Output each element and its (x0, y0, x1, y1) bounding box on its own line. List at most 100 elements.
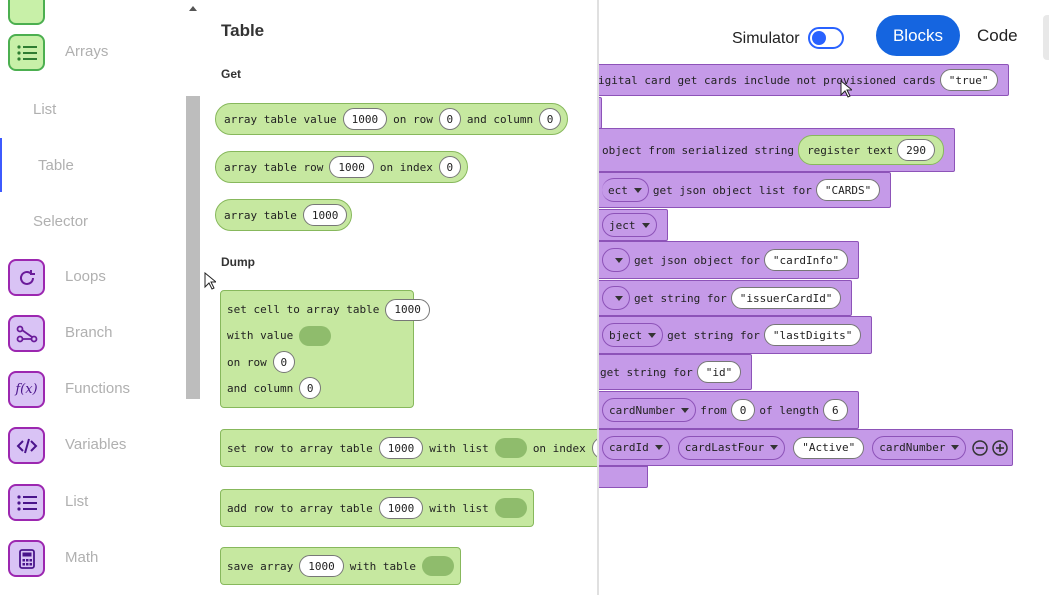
block-array-table[interactable]: array table 1000 (215, 199, 353, 231)
block-text: on index (532, 441, 586, 455)
category-label: Math (65, 549, 99, 566)
side-panel-edge[interactable] (1043, 15, 1049, 60)
workspace-block-spine[interactable] (599, 97, 602, 129)
value-input[interactable]: 1000 (302, 204, 348, 226)
list-slot[interactable] (494, 438, 527, 458)
minus-icon[interactable] (972, 439, 989, 456)
variable-dropdown[interactable]: bject (602, 323, 664, 347)
variable-dropdown[interactable]: ect (602, 178, 649, 202)
category-arrays[interactable]: Arrays (0, 26, 186, 78)
workspace[interactable]: igital card get cards include not provis… (599, 0, 1049, 595)
value-input[interactable]: 1000 (385, 298, 430, 321)
plus-icon[interactable] (992, 439, 1009, 456)
partial-icon (8, 0, 45, 25)
value-input[interactable]: "issuerCardId" (730, 287, 842, 309)
block-text: get json object list for (652, 183, 812, 197)
caret-down-icon (615, 295, 623, 301)
variable-dropdown[interactable] (602, 248, 630, 272)
subcategory-selector[interactable]: Selector (33, 213, 89, 230)
scroll-up-arrow-icon[interactable] (189, 6, 197, 11)
category-math[interactable]: Math (0, 532, 186, 584)
workspace-block[interactable]: igital card get cards include not provis… (599, 64, 1009, 96)
variable-dropdown[interactable]: cardNumber (872, 435, 967, 460)
category-loops[interactable]: Loops (0, 251, 186, 303)
mouse-cursor-icon (840, 80, 852, 98)
workspace-block[interactable]: ect get json object list for "CARDS" (599, 172, 892, 208)
block-text: get string for (667, 328, 760, 342)
block-text: array table value (224, 112, 337, 126)
column-input[interactable]: 0 (539, 108, 562, 130)
category-variables[interactable]: Variables (0, 419, 186, 471)
workspace-block[interactable]: get string for "id" (599, 354, 753, 390)
code-tab-button[interactable]: Code (977, 26, 1018, 45)
dropdown-text: cardLastFour (684, 441, 765, 454)
column-input[interactable]: 0 (299, 377, 322, 400)
value-input[interactable]: 1000 (378, 437, 424, 459)
block-array-table-row[interactable]: array table row 1000 on index 0 (215, 151, 468, 183)
variable-dropdown[interactable]: cardLastFour (677, 435, 786, 460)
block-text: save array (227, 559, 294, 573)
category-branch[interactable]: Branch (0, 307, 186, 359)
value-input[interactable]: "Active" (793, 436, 865, 459)
block-text: igital card get cards include not provis… (599, 73, 936, 87)
category-panel: Arrays List Table Selector Loops Branch … (0, 0, 186, 595)
variable-dropdown[interactable]: cardNumber (602, 398, 697, 422)
table-slot[interactable] (421, 556, 454, 576)
workspace-block[interactable]: cardNumber from 0 of length 6 (599, 391, 859, 429)
value-input[interactable]: "CARDS" (815, 179, 881, 201)
block-save-array[interactable]: save array 1000 with table (220, 547, 461, 585)
workspace-block[interactable]: bject get string for "lastDigits" (599, 316, 873, 354)
dropdown-text: cardNumber (879, 441, 946, 454)
value-input[interactable]: 1000 (378, 497, 424, 519)
workspace-block[interactable]: object from serialized string register t… (599, 128, 956, 172)
list-slot[interactable] (494, 498, 527, 518)
value-input[interactable]: "lastDigits" (763, 324, 862, 346)
workspace-block[interactable]: get json object for "cardInfo" (599, 241, 860, 279)
block-set-row[interactable]: set row to array table 1000 with list on… (220, 429, 621, 467)
block-text: on index (379, 160, 433, 174)
workspace-block[interactable]: get string for "issuerCardId" (599, 280, 853, 316)
category-list[interactable]: List (0, 476, 186, 528)
subcategory-table[interactable]: Table (38, 157, 74, 174)
dropdown-text: ject (609, 218, 636, 232)
category-partial[interactable] (0, 0, 186, 32)
simulator-toggle[interactable] (808, 27, 844, 49)
value-input[interactable]: 0 (730, 399, 756, 421)
block-array-table-value[interactable]: array table value 1000 on row 0 and colu… (215, 103, 569, 135)
block-set-cell[interactable]: set cell to array table 1000 with value … (220, 290, 430, 408)
value-slot[interactable] (299, 325, 332, 346)
value-input[interactable]: 1000 (329, 156, 374, 178)
value-input[interactable]: 1000 (299, 555, 344, 577)
dropdown-text: ect (608, 183, 628, 197)
value-input[interactable]: "cardInfo" (763, 249, 849, 271)
register-text-block[interactable]: register text 290 (798, 135, 945, 165)
scrollbar-thumb[interactable] (186, 96, 200, 399)
row-input[interactable]: 0 (438, 108, 461, 130)
branch-icon (8, 315, 45, 352)
workspace-block-footer[interactable] (599, 466, 648, 488)
value-input[interactable]: 6 (822, 399, 848, 421)
category-functions[interactable]: f(x) Functions (0, 363, 186, 415)
caret-down-icon (770, 445, 779, 450)
caret-down-icon (633, 187, 642, 193)
block-text: get json object for (634, 253, 760, 267)
index-input[interactable]: 0 (438, 156, 461, 178)
value-input[interactable]: 1000 (342, 108, 388, 130)
variable-dropdown[interactable] (602, 286, 630, 310)
block-add-row[interactable]: add row to array table 1000 with list (220, 489, 534, 527)
value-input[interactable]: 290 (897, 139, 936, 161)
subcategory-list[interactable]: List (33, 101, 57, 118)
caret-down-icon (681, 407, 690, 413)
block-text: from (700, 403, 727, 417)
dropdown-text: cardNumber (609, 403, 676, 417)
row-input[interactable]: 0 (272, 351, 295, 374)
variable-dropdown[interactable]: cardId (602, 435, 670, 460)
blocks-tab-button[interactable]: Blocks (876, 15, 960, 56)
workspace-block[interactable]: cardId cardLastFour "Active" cardNumber (599, 429, 1014, 466)
value-input[interactable]: "id" (696, 361, 742, 383)
workspace-block[interactable]: ject (599, 209, 668, 241)
code-icon (8, 427, 45, 464)
value-input[interactable]: "true" (939, 69, 998, 91)
block-text: on row (227, 355, 267, 369)
variable-dropdown[interactable]: ject (602, 213, 657, 237)
